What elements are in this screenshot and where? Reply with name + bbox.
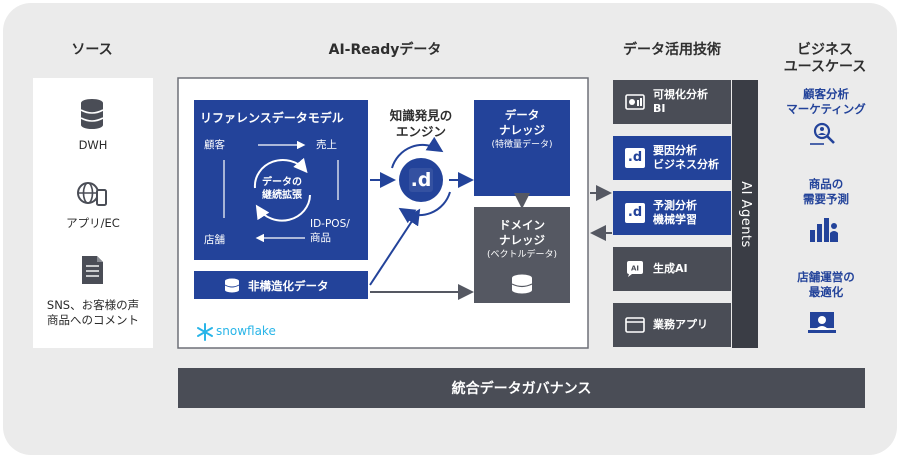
biz-customer-analysis: 顧客分析 マーケティング	[778, 87, 874, 117]
unstructured-label: 非構造化データ	[248, 279, 329, 293]
domain-knowledge-sub: (ベクトルデータ)	[486, 250, 558, 260]
reference-model-box	[194, 100, 368, 260]
tool-factor-line1: 要因分析	[653, 144, 697, 157]
domain-knowledge-line2: ナレッジ	[499, 233, 545, 247]
unstructured-box	[194, 271, 368, 299]
biz-demand-line1: 商品の	[808, 177, 844, 191]
d-logo-icon: .d	[625, 148, 645, 168]
ref-customer-label: 顧客	[204, 139, 225, 151]
svg-text:AI: AI	[631, 265, 639, 273]
tool-genai-text: 生成AI	[653, 262, 688, 275]
data-knowledge-label: データ ナレッジ (特徴量データ)	[474, 108, 570, 153]
ai-agents-label-wrap: AI Agents	[732, 80, 758, 348]
header-ai-ready: AI-Readyデータ	[328, 42, 442, 58]
engine-title: 知識発見の エンジン	[378, 108, 464, 140]
data-knowledge-line1: データ	[504, 108, 540, 122]
data-knowledge-line2: ナレッジ	[499, 123, 545, 137]
ref-sales-label: 売上	[316, 139, 337, 151]
document-icon	[82, 256, 103, 284]
source-sns-line1: SNS、お客様の声	[46, 298, 140, 312]
source-app-label: アプリ/EC	[66, 216, 120, 230]
biz-store-line2: 最適化	[808, 285, 844, 299]
bar-person-icon	[810, 218, 838, 242]
tool-factor-analysis[interactable]: .d 要因分析ビジネス分析	[613, 136, 731, 180]
tool-prediction-line1: 予測分析	[653, 199, 697, 212]
source-sns-line2: 商品へのコメント	[47, 313, 139, 327]
unstructured-db-icon	[224, 278, 240, 293]
engine-title-line2: エンジン	[395, 124, 446, 139]
dashboard-icon	[625, 94, 645, 110]
data-knowledge-box	[474, 100, 570, 196]
magnifier-person-icon	[810, 122, 835, 145]
biz-demand-forecast: 商品の 需要予測	[778, 177, 874, 207]
ref-idpos-label: ID-POS/ 商品	[310, 217, 350, 245]
domain-knowledge-label: ドメイン ナレッジ (ベクトルデータ)	[474, 218, 570, 263]
tool-factor-line2: ビジネス分析	[653, 158, 719, 171]
tool-generative-ai[interactable]: AI 生成AI	[613, 247, 731, 291]
snowflake-label: snowflake	[216, 324, 276, 338]
header-source: ソース	[71, 42, 113, 58]
ref-cycle-label: データの 継続拡張	[254, 176, 310, 202]
header-business-line2: ユースケース	[783, 59, 867, 75]
tool-prediction[interactable]: .d 予測分析機械学習	[613, 191, 731, 235]
ref-store-label: 店舗	[204, 234, 225, 246]
biz-store-optimization: 店舗運営の 最適化	[778, 270, 874, 300]
tool-factor-text: 要因分析ビジネス分析	[653, 144, 719, 172]
app-window-icon	[625, 317, 645, 333]
source-sns-label: SNS、お客様の声 商品へのコメント	[35, 298, 151, 328]
engine-logo: .d	[410, 169, 432, 191]
ai-agents-bar	[732, 80, 758, 348]
snowflake-logo-icon	[197, 323, 213, 341]
engine-circle	[399, 158, 443, 202]
tool-prediction-line2: 機械学習	[653, 213, 697, 226]
ref-cycle-line1: データの	[262, 177, 302, 188]
biz-customer-line1: 顧客分析	[803, 87, 849, 101]
governance-label: 統合データガバナンス	[451, 381, 592, 397]
tool-bi-line2: BI	[653, 102, 666, 115]
engine-title-line1: 知識発見の	[389, 108, 453, 123]
biz-customer-line2: マーケティング	[786, 102, 866, 116]
biz-demand-line2: 需要予測	[803, 192, 849, 206]
tool-business-app[interactable]: 業務アプリ	[613, 303, 731, 347]
ai-agents-label: AI Agents	[737, 180, 753, 248]
data-knowledge-sub: (特徴量データ)	[491, 140, 553, 150]
header-tech: データ活用技術	[623, 42, 721, 58]
presenter-icon	[808, 312, 836, 333]
tool-app-text: 業務アプリ	[653, 318, 708, 331]
ai-chat-icon: AI	[627, 261, 643, 277]
biz-store-line1: 店舗運営の	[797, 270, 855, 284]
tool-prediction-text: 予測分析機械学習	[653, 199, 697, 227]
globe-phone-icon	[77, 182, 107, 206]
ref-cycle-line2: 継続拡張	[262, 190, 302, 201]
reference-model-title: リファレンスデータモデル	[200, 111, 344, 125]
source-dwh-label: DWH	[78, 138, 108, 152]
domain-knowledge-line1: ドメイン	[499, 218, 545, 232]
domain-db-icon	[511, 274, 533, 294]
d-logo-icon: .d	[625, 203, 645, 223]
header-business: ビジネス ユースケース	[770, 42, 880, 76]
database-icon	[80, 99, 104, 129]
ref-idpos-line: ID-POS/	[310, 218, 350, 230]
header-business-line1: ビジネス	[797, 42, 853, 58]
governance-bar: 統合データガバナンス	[178, 368, 865, 408]
ref-product-line: 商品	[310, 232, 331, 244]
tool-bi-line1: 可視化分析	[653, 88, 708, 101]
